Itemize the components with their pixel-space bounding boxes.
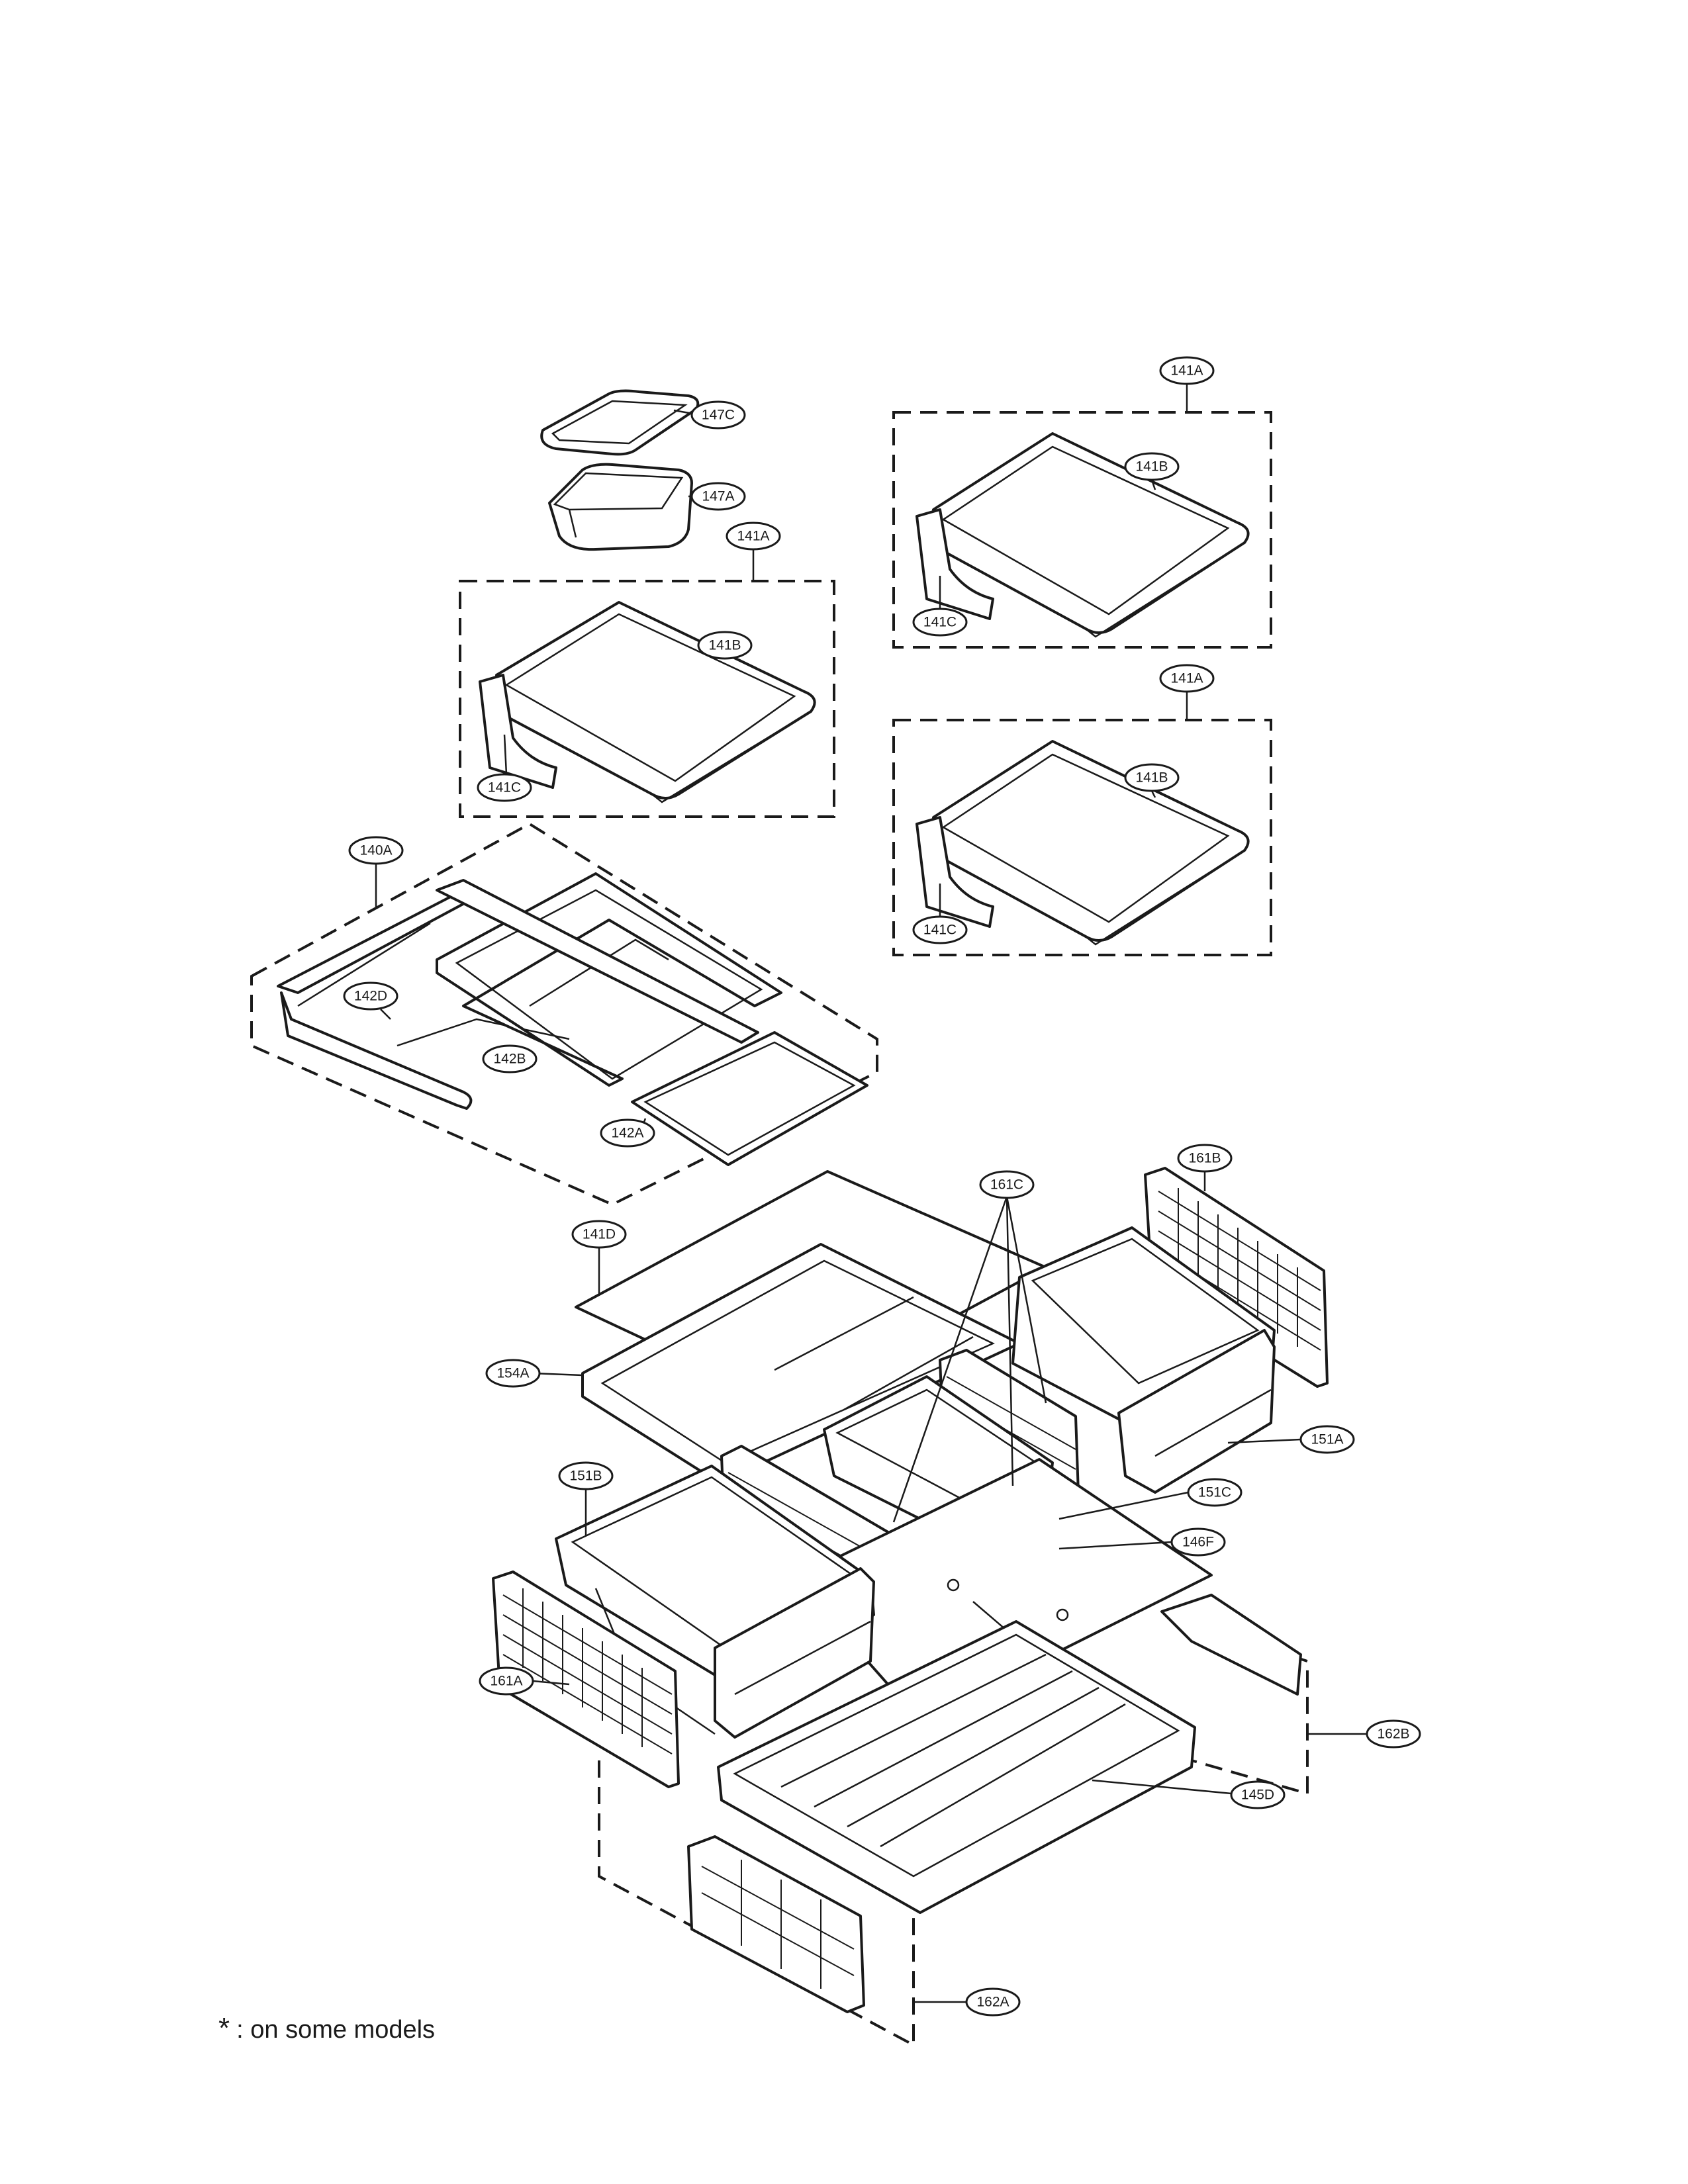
svg-text:145D: 145D (1241, 1788, 1274, 1803)
svg-text:161C: 161C (990, 1177, 1023, 1193)
callout-140A: 140A (348, 836, 404, 865)
callout-161B: 161B (1177, 1144, 1233, 1173)
svg-text:141B: 141B (1135, 459, 1168, 475)
svg-text:151C: 151C (1198, 1485, 1231, 1500)
svg-text:142D: 142D (354, 989, 387, 1004)
callout-151C: 151C (1187, 1478, 1243, 1507)
svg-text:141B: 141B (708, 638, 741, 653)
part-151A-crisper-drawer-right (1011, 1226, 1276, 1494)
callout-162A: 162A (965, 1987, 1021, 2017)
svg-text:141C: 141C (488, 780, 521, 796)
svg-text:162A: 162A (976, 1995, 1009, 2010)
callout-161A: 161A (479, 1666, 534, 1696)
svg-text:141A: 141A (1170, 363, 1203, 379)
callout-141B-left: 141B (697, 631, 753, 660)
callout-141C-left: 141C (477, 773, 532, 802)
svg-text:141C: 141C (923, 615, 957, 630)
callout-141B-mid-right: 141B (1124, 763, 1180, 792)
svg-text:142A: 142A (611, 1126, 643, 1141)
callout-141B-top-right: 141B (1124, 452, 1180, 481)
group-141A-top-right (892, 411, 1272, 649)
footnote-symbol: * (218, 2012, 230, 2044)
svg-text:147A: 147A (702, 489, 734, 504)
svg-text:146F: 146F (1182, 1535, 1214, 1550)
svg-text:141B: 141B (1135, 770, 1168, 786)
callout-141A-left: 141A (726, 522, 781, 551)
callout-141A-top-right: 141A (1159, 356, 1215, 385)
footnote: *: on some models (218, 2012, 435, 2045)
svg-text:151A: 151A (1311, 1432, 1343, 1447)
svg-text:141C: 141C (923, 923, 957, 938)
callout-151A: 151A (1299, 1425, 1355, 1454)
callout-141A-mid-right: 141A (1159, 664, 1215, 693)
svg-text:161B: 161B (1188, 1151, 1221, 1166)
callout-142B: 142B (482, 1044, 538, 1073)
callout-146F: 146F (1170, 1527, 1226, 1557)
part-145D-meat-keeper-tray (717, 1620, 1196, 1914)
part-147C-bin-cover (540, 389, 700, 456)
svg-text:162B: 162B (1377, 1727, 1409, 1742)
group-162A-lower (598, 1760, 915, 2048)
svg-text:141A: 141A (737, 529, 769, 544)
svg-text:161A: 161A (490, 1674, 522, 1689)
group-140A-folding-shelf (250, 822, 878, 1206)
callout-142D: 142D (343, 981, 399, 1011)
callout-147C: 147C (690, 400, 746, 430)
group-141A-mid-right (892, 719, 1272, 956)
svg-text:147C: 147C (702, 408, 735, 423)
group-141A-left (459, 580, 835, 818)
part-147A-bin (548, 463, 693, 551)
callout-141C-top-right: 141C (912, 608, 968, 637)
callout-154A: 154A (485, 1359, 541, 1388)
callout-145D: 145D (1230, 1780, 1286, 1809)
svg-text:154A: 154A (496, 1366, 529, 1381)
part-151B-crisper-drawer-left (555, 1465, 875, 1739)
footnote-text: : on some models (236, 2016, 436, 2044)
svg-text:141D: 141D (583, 1227, 616, 1242)
part-162B-side-rail-right (1160, 1594, 1309, 1796)
callout-141D: 141D (571, 1220, 627, 1249)
callout-151B: 151B (558, 1461, 614, 1490)
callout-147A: 147A (690, 482, 746, 511)
callout-161C: 161C (979, 1170, 1035, 1199)
svg-text:140A: 140A (359, 843, 392, 858)
svg-text:151B: 151B (569, 1469, 602, 1484)
svg-text:141A: 141A (1170, 671, 1203, 686)
callout-162B: 162B (1366, 1719, 1421, 1749)
callout-141C-mid-right: 141C (912, 915, 968, 944)
callout-142A: 142A (600, 1118, 655, 1148)
svg-text:142B: 142B (493, 1052, 526, 1067)
